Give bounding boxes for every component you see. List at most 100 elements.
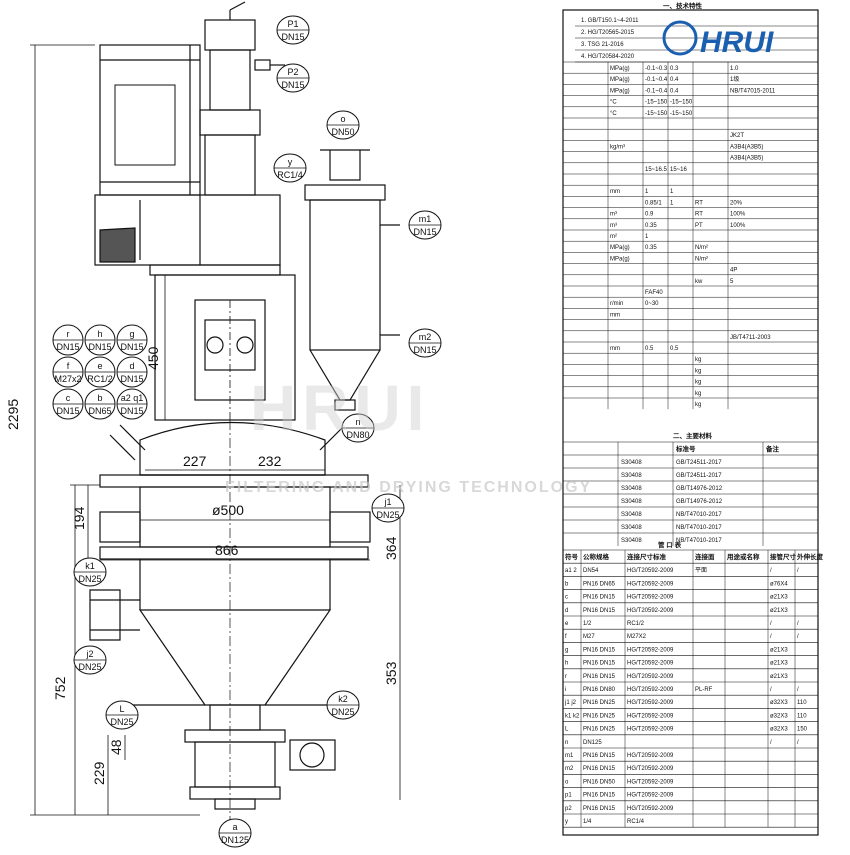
tech-cell: MPa(g) <box>610 88 630 94</box>
tech-cell: -0.1~0.4 <box>645 77 668 83</box>
nozzle-cell: / <box>797 740 799 746</box>
materials-cell: GB/T14976-2012 <box>676 499 723 505</box>
note-line: 2. HG/T20565-2015 <box>581 30 635 36</box>
nozzle-cell: 连接面 <box>695 552 715 561</box>
dim-outlet-height: 229 <box>91 761 107 785</box>
nozzle-cell: HG/T20592-2009 <box>627 727 674 733</box>
nozzle-cell: PN16 DN25 <box>583 700 616 706</box>
nozzle-cell: HG/T20592-2009 <box>627 595 674 601</box>
nozzle-cell: m2 <box>565 766 574 772</box>
nozzle-cell: HG/T20592-2009 <box>627 793 674 799</box>
tech-cell: A3B4(A3B5) <box>730 144 763 150</box>
materials-cell: S30408 <box>621 473 642 479</box>
materials-cell: NB/T47010-2017 <box>676 538 722 544</box>
tech-cell: PT <box>695 223 703 229</box>
nozzle-cell: ø21X3 <box>770 595 788 601</box>
nozzle-cell: HG/T20592-2009 <box>627 568 674 574</box>
nozzle-id: m1 <box>419 214 432 224</box>
nozzle-cell: PN16 DN65 <box>583 581 616 587</box>
nozzle-cell: ø32X3 <box>770 727 788 733</box>
nozzle-bubbles: P1DN15P2DN15oDN50yRC1/4m1DN15m2DN15nDN80… <box>73 15 442 848</box>
tech-cell: kg <box>695 368 701 374</box>
materials-cell: GB/T24511-2017 <box>676 460 722 466</box>
nozzle-id: o <box>340 114 345 124</box>
vessel-cone <box>138 609 332 706</box>
nozzle-cell: b <box>565 581 569 587</box>
nozzle-cell: m1 <box>565 753 574 759</box>
tech-cell: 4P <box>730 268 737 274</box>
tech-cell: °C <box>610 100 617 106</box>
nozzle-cell: / <box>770 568 772 574</box>
note-line: 4. HG/T20584-2020 <box>581 54 635 60</box>
tech-cell: m³ <box>610 223 617 229</box>
nozzle-cell: PN16 DN15 <box>583 661 616 667</box>
note-line: 3. TSG 21-2016 <box>581 42 624 48</box>
tech-row: A3B4(A3B5) <box>563 151 818 162</box>
materials-cell: S30408 <box>621 499 642 505</box>
tech-cell: MPa(g) <box>610 256 630 262</box>
tech-cell: mm <box>610 312 620 318</box>
materials-cell: S30408 <box>621 525 642 531</box>
tech-cell: 15~16 <box>670 167 688 173</box>
nozzle-cell: k1 k2 <box>565 713 580 719</box>
materials-cell: S30408 <box>621 460 642 466</box>
tech-cell: RT <box>695 212 703 218</box>
materials-cell: S30408 <box>621 538 642 544</box>
tech-cell: 0.35 <box>645 223 657 229</box>
dim-outlet-small: 48 <box>108 739 124 755</box>
materials-row: S30408 GB/T14976-2012 <box>563 493 818 505</box>
motor-terminal-box <box>114 84 176 166</box>
tech-cell: mm <box>610 189 620 195</box>
nozzle-size: DN50 <box>331 127 354 137</box>
nozzle-size: DN25 <box>331 707 354 717</box>
tech-cell: kg <box>695 402 701 408</box>
nozzle-cell: PN16 DN15 <box>583 647 616 653</box>
tech-row: °C-15~150-15~150 <box>563 106 818 117</box>
nozzle-cell: o <box>565 779 569 785</box>
dim-top-right: 232 <box>258 453 282 469</box>
nozzle-cell: 150 <box>797 727 808 733</box>
tech-cell: MPa(g) <box>610 77 630 83</box>
gearbox-plate <box>99 227 136 263</box>
watermark-text: HRUI <box>250 372 430 444</box>
tech-cell: 1级 <box>730 75 739 83</box>
tech-cell: kg <box>695 357 701 363</box>
tech-cell: FAF40 <box>645 290 663 296</box>
tech-cell: -15~150 <box>670 111 693 117</box>
nozzle-id: k2 <box>338 694 348 704</box>
nozzle-cell: HG/T20592-2009 <box>627 687 674 693</box>
table-frame <box>562 9 819 836</box>
nozzle-cell: 公称规格 <box>583 552 610 561</box>
tech-row: 4P <box>563 263 818 274</box>
tech-cell: NB/T47015-2011 <box>730 88 776 94</box>
tech-cell: 1 <box>645 234 649 240</box>
nozzle-cell: M27X2 <box>627 634 647 640</box>
nozzle-cell: HG/T20592-2009 <box>627 779 674 785</box>
materials-header: 标准号备注 <box>563 441 818 453</box>
nozzle-id: j1 <box>383 497 391 507</box>
legend-bubble-size: DN15 <box>56 406 79 416</box>
tech-cell: m² <box>610 234 617 240</box>
tech-cell: A3B4(A3B5) <box>730 156 763 162</box>
logo-mark-icon <box>662 20 698 56</box>
nozzle-id: j2 <box>85 649 93 659</box>
